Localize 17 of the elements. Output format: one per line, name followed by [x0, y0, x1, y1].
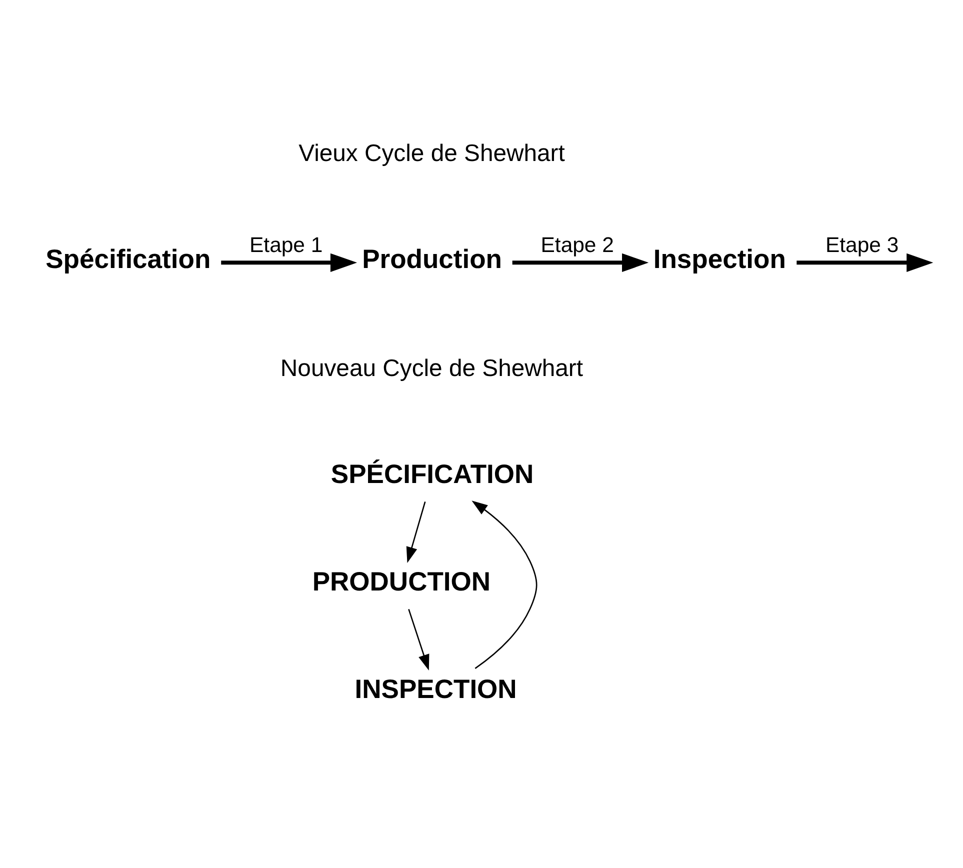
node-text: Production — [362, 243, 502, 274]
arrow — [512, 252, 649, 272]
label: Nouveau Cycle de Shewhart — [280, 354, 584, 382]
node-text: Spécification — [46, 243, 211, 274]
edge-label: Etape 1 — [250, 233, 323, 256]
arrow — [408, 608, 430, 670]
label: Vieux Cycle de Shewhart — [298, 140, 565, 167]
edge-label: Etape 2 — [540, 233, 614, 256]
node-text: SPÉCIFICATION — [330, 458, 534, 488]
node-text: Inspection — [653, 243, 786, 274]
node-text: PRODUCTION — [312, 566, 491, 596]
arrow — [221, 252, 358, 272]
arrow — [472, 500, 538, 668]
arrow — [406, 501, 426, 562]
node-text: INSPECTION — [354, 673, 517, 704]
edge-label: Etape 3 — [826, 233, 899, 256]
arrow — [796, 252, 934, 272]
